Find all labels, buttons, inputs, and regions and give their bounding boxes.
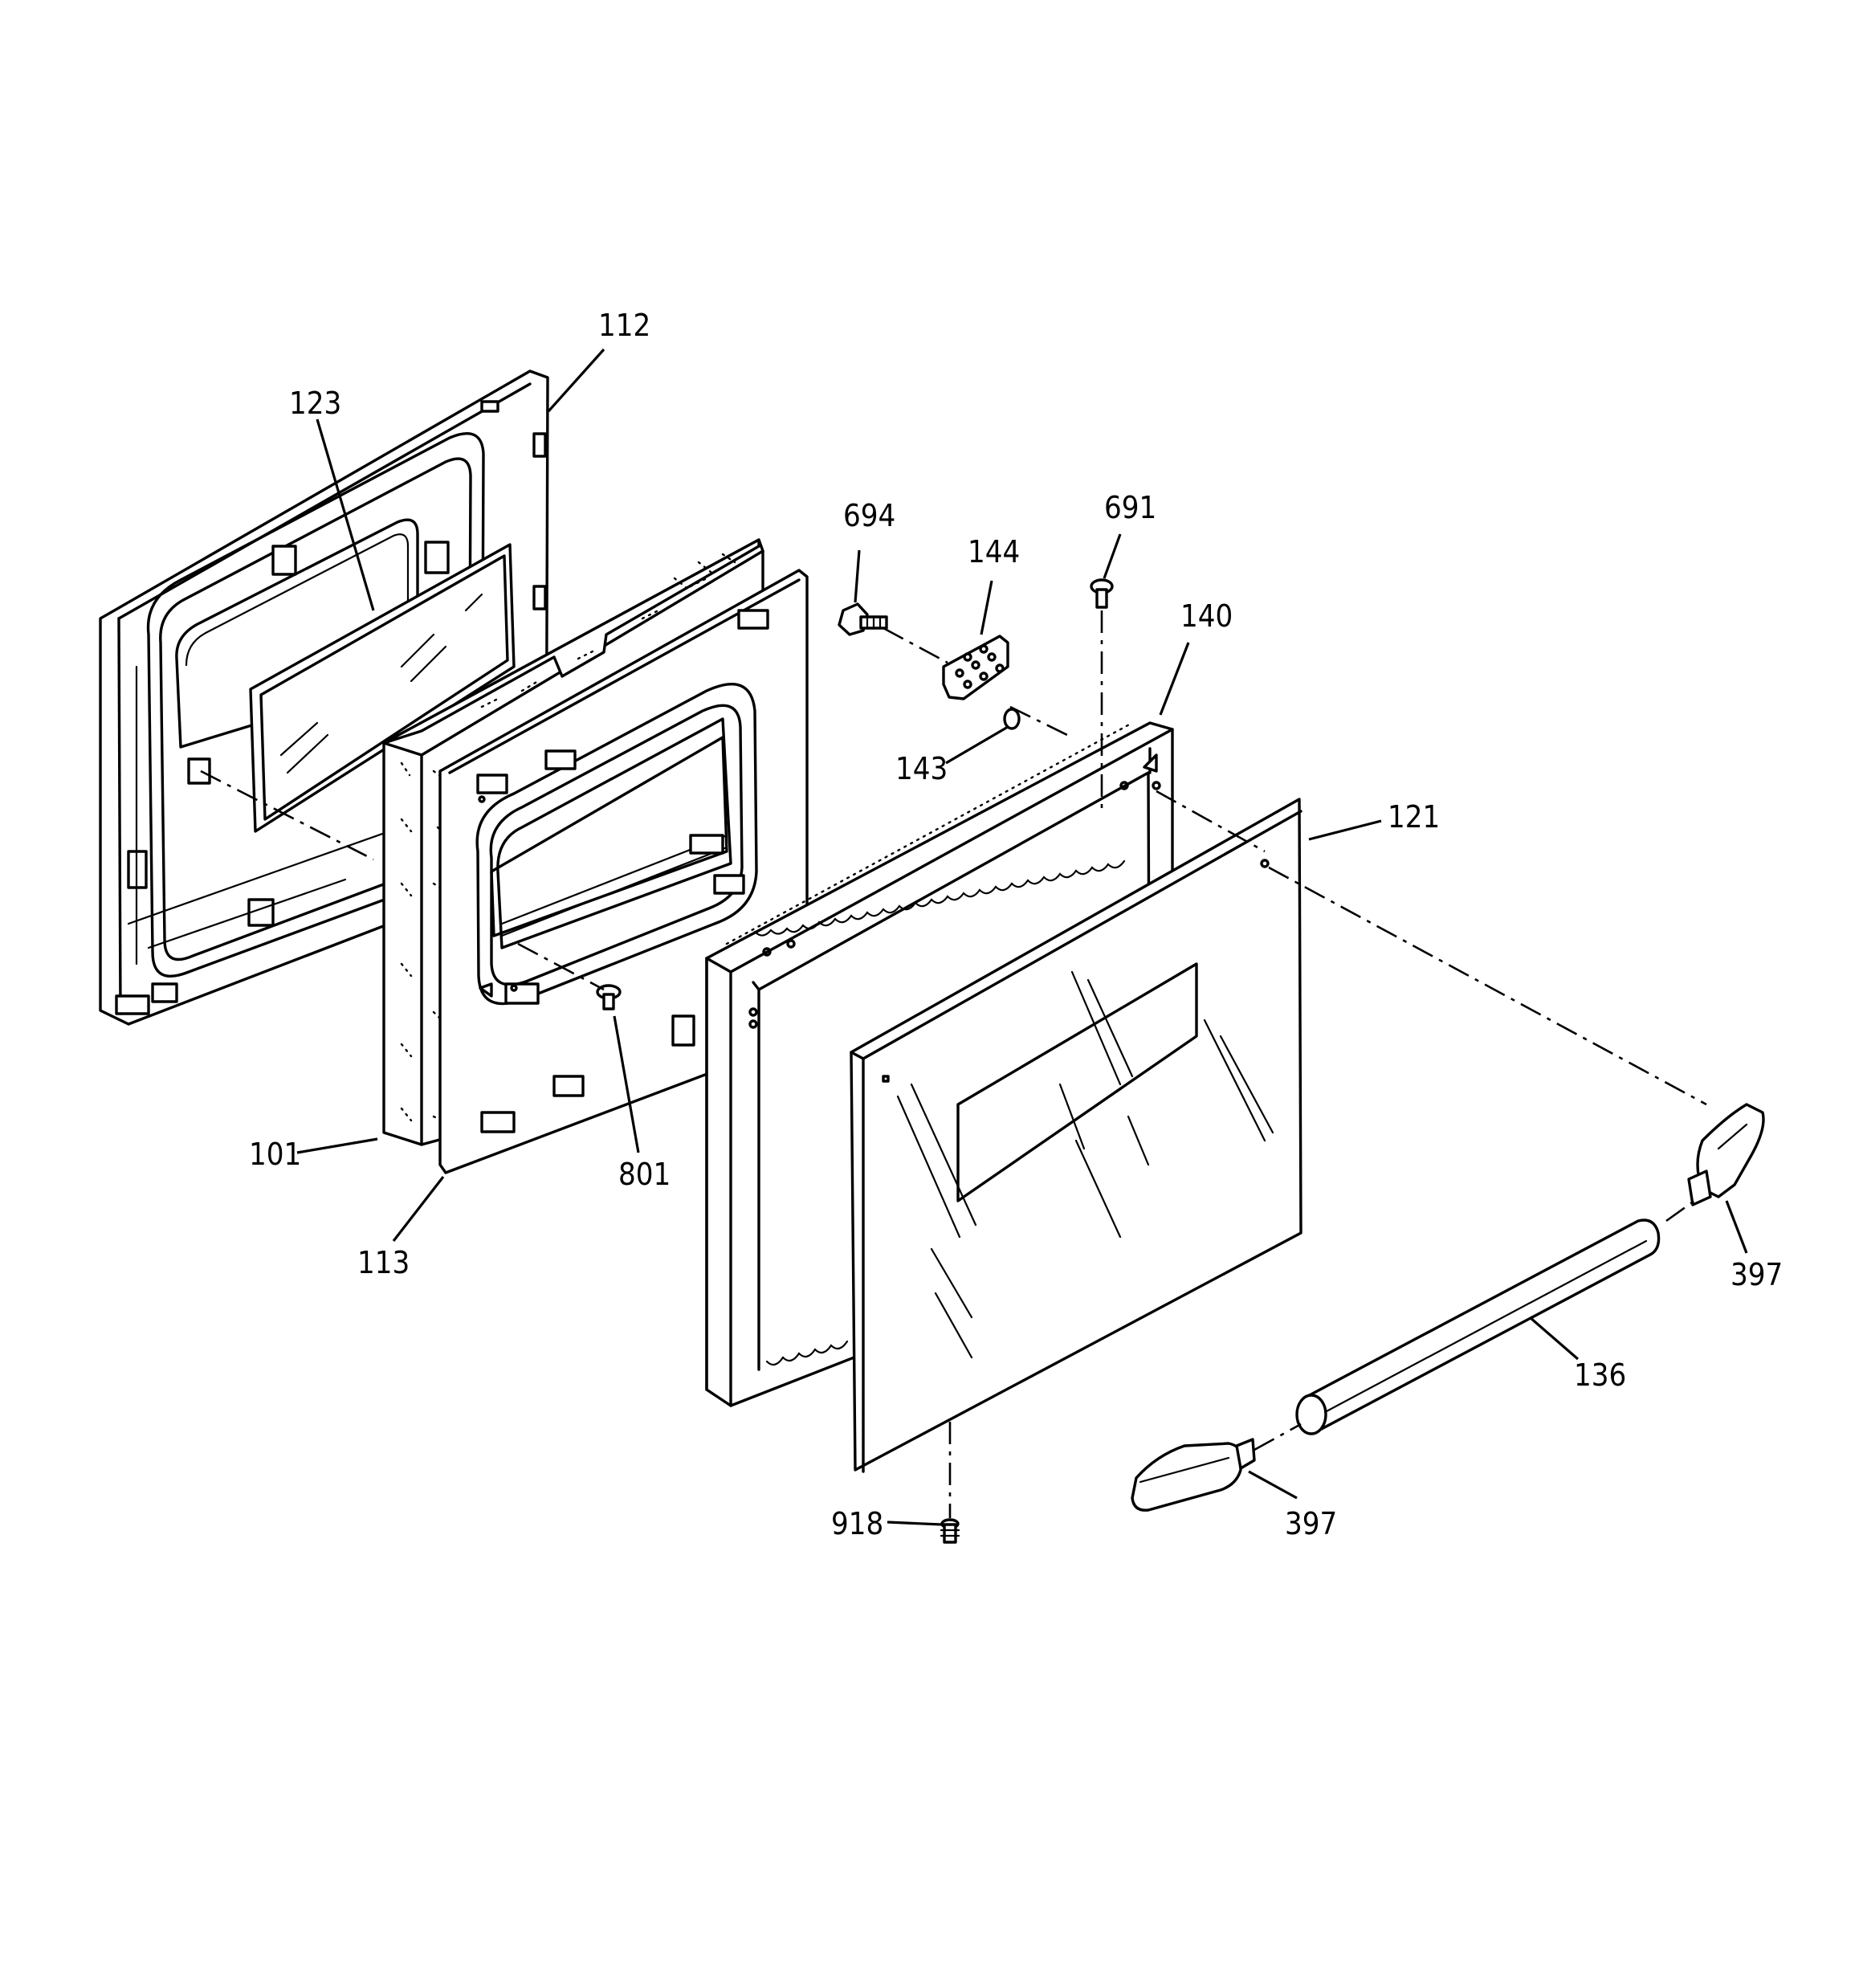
part-144-hinge-bracket (942, 635, 1009, 700)
callout-112: 112 (598, 308, 650, 343)
part-918-screw (940, 1518, 960, 1544)
callout-121: 121 (1388, 799, 1440, 835)
callout-labels: 112 123 694 144 691 140 143 121 101 801 … (249, 308, 1783, 1541)
part-143-washer (1003, 708, 1021, 730)
callout-397-upper: 397 (1731, 1257, 1783, 1292)
callout-101: 101 (249, 1137, 301, 1172)
part-397-end-cap-upper (1687, 1103, 1765, 1206)
callout-136: 136 (1574, 1357, 1626, 1393)
part-397-end-cap-lower (1131, 1438, 1256, 1512)
callout-113: 113 (357, 1245, 410, 1280)
part-123-door-glass (249, 543, 516, 833)
leader-lines (296, 348, 1748, 1526)
part-694-bolt (838, 602, 888, 636)
callout-801: 801 (618, 1157, 671, 1192)
part-801-screw (517, 942, 622, 1010)
callout-143: 143 (895, 751, 948, 786)
part-136-handle-tube (1295, 1219, 1661, 1435)
callout-918: 918 (831, 1506, 883, 1541)
callout-144: 144 (968, 534, 1020, 569)
part-121-outer-glass (850, 798, 1302, 1473)
callout-397-lower: 397 (1285, 1506, 1337, 1541)
callout-694: 694 (843, 498, 895, 533)
assembly-lines (200, 610, 1707, 1518)
part-691-screw (1090, 578, 1114, 609)
callout-691: 691 (1104, 490, 1156, 525)
callout-123: 123 (289, 386, 341, 421)
callout-140: 140 (1180, 598, 1233, 634)
